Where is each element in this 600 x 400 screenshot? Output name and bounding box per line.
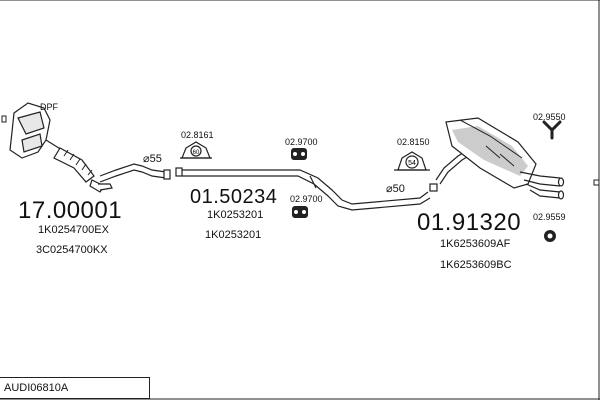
assembly-2-part-1: 1K0253201 [207,209,264,221]
diagram-code: AUDI06810A [4,382,69,394]
rubber-mount-upper [291,148,307,160]
assembly-3-part-1: 1K6253609AF [440,238,511,250]
tailpipes [519,171,565,200]
right-connector-marker [593,179,600,186]
accessory-code-02-9559: 02.9559 [533,212,566,222]
assembly-number-1: 17.00001 [18,197,123,224]
front-diameter-label: ⌀55 [143,153,162,165]
accessory-code-02-8150: 02.8150 [397,137,430,147]
dpf-label: DPF [40,102,58,112]
flex-pipe [53,147,113,193]
clamp-badge-60: 60 [193,150,200,156]
y-hanger-02-9550 [542,120,562,140]
rear-muffler [435,117,537,189]
dpf-filter [9,102,63,159]
clamp-badge-54: 54 [408,160,416,167]
front-pipe [99,163,171,183]
accessory-code-02-8161: 02.8161 [181,130,214,140]
assembly-1-part-1: 1K0254700EX [38,224,109,236]
ring-mount-02-9559 [544,230,556,242]
rear-diameter-label: ⌀50 [386,183,405,195]
assembly-number-3: 01.91320 [417,209,522,236]
assembly-1-part-2: 3C0254700KX [36,244,108,256]
accessory-code-02-9700-upper: 02.9700 [285,137,318,147]
assembly-2-part-2: 1K0253201 [205,229,262,241]
clamp-02-8161 [180,141,212,159]
assembly-number-2: 01.50234 [190,186,278,208]
accessory-code-02-9700-lower: 02.9700 [290,194,323,204]
middle-pipe [175,167,438,211]
clamp-02-8150 [394,151,430,171]
assembly-3-part-2: 1K6253609BC [440,259,512,271]
rubber-mount-lower [292,175,317,218]
accessory-code-02-9550: 02.9550 [533,112,566,122]
left-connector-marker [1,115,7,123]
diagram-code-box: AUDI06810A [0,377,150,399]
